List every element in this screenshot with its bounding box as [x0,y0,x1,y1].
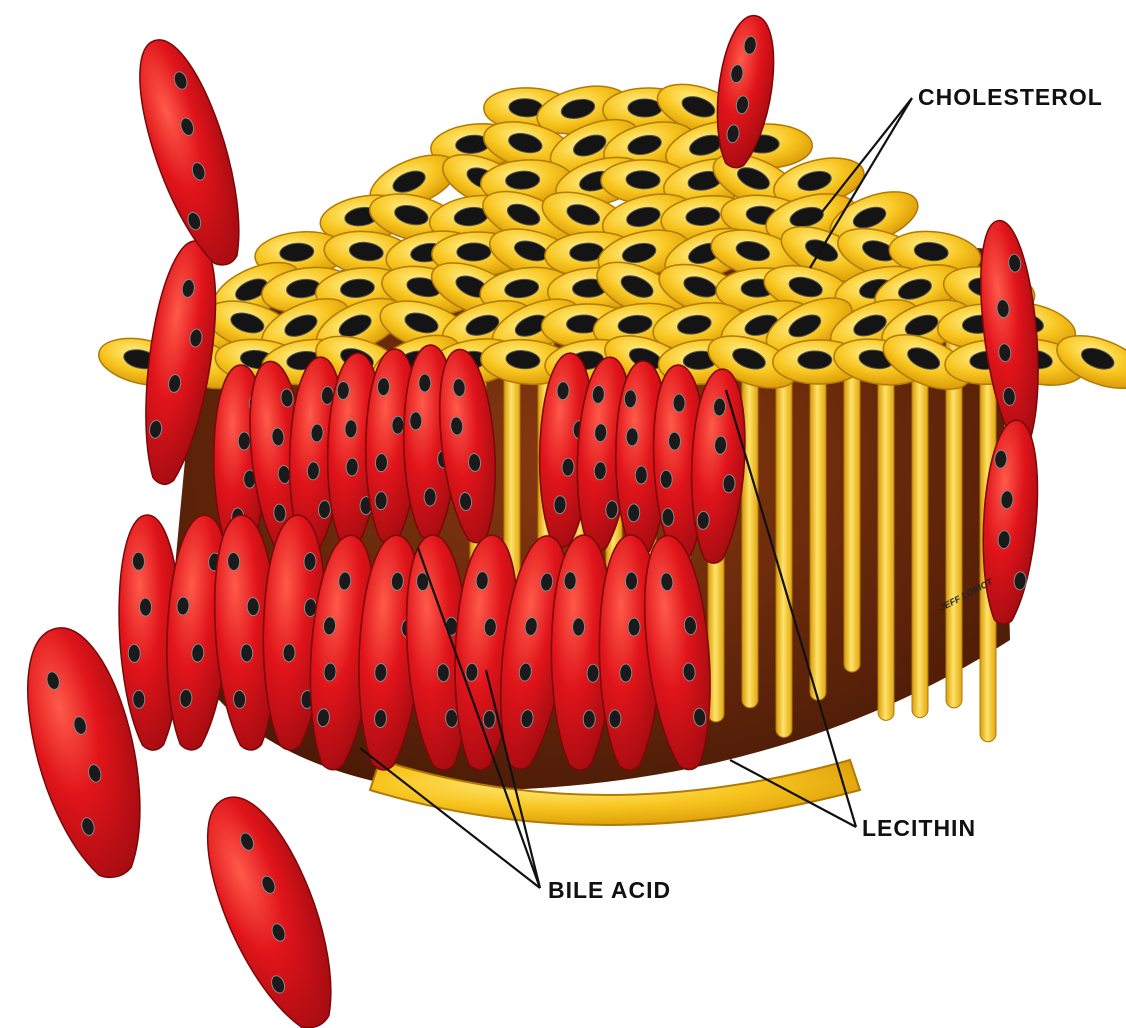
bile-acid-dot [132,552,144,570]
bile-acid-dot [133,690,145,708]
bile-acid-dot [660,470,672,488]
lecithin-label: LECITHIN [862,815,976,842]
bile-acid-dot [437,663,450,682]
bile-acid-dot [668,432,680,450]
cholesterol-nucleus [628,99,662,117]
bile-acid-molecule [184,782,357,1028]
bile-acid-dot [628,618,640,636]
bile-acid-dot [445,709,458,728]
bile-acid-dot [723,474,736,493]
bile-acid-dot [346,458,359,477]
bile-acid-dot [419,374,431,392]
bile-acid-dot [238,432,250,450]
bile-acid-dot [410,412,422,430]
bile-acid-dot [392,416,405,434]
bile-acid-dot [375,453,388,471]
bile-acid-dot [307,462,320,481]
bile-acid-dot [587,664,599,682]
bile-acid-dot [713,398,726,417]
bile-acid-dot [583,710,595,728]
bile-acid-label: BILE ACID [548,877,671,904]
bile-acid-dot [557,381,570,400]
bile-acid-dot [247,597,260,616]
bile-acid-dot [609,710,621,728]
bile-acid-body [184,782,357,1028]
bile-acid-dot [128,644,140,662]
bile-acid-dot [283,644,296,662]
lecithin-heads [94,74,1126,400]
bile-acid-dot [318,500,331,519]
bile-acid-molecule [121,30,260,275]
bile-acid-dot [572,618,584,636]
bile-acid-dot [233,690,246,709]
bile-acid-dot [635,466,647,484]
bile-acid-dot [626,428,638,446]
bile-acid-dot [628,504,640,522]
bile-acid-dot [377,377,390,395]
bile-acid-body [121,30,260,275]
bile-acid-dot [554,495,567,514]
cholesterol-nucleus [457,243,491,261]
bile-acid-dot [562,458,575,477]
bile-acid-dot [624,390,636,408]
bile-acid-dot [564,572,576,590]
cholesterol-nucleus [798,351,832,369]
bile-acid-dot [625,572,637,590]
bile-acid-dot [424,488,436,506]
bile-acid-dot [240,644,253,663]
bile-acid-dot [139,598,151,616]
bile-acid-dot [304,552,317,570]
bile-acid-dot [662,508,674,526]
cholesterol-label: CHOLESTEROL [918,84,1103,111]
bile-acid-dot [227,552,240,571]
bile-acid-dot [620,664,632,682]
bile-acid-dot [375,491,388,509]
bile-acid-dot [697,511,710,530]
bile-acid-dot [337,381,350,400]
bile-acid-dot [673,394,685,412]
bile-acid-dot [311,424,324,443]
bile-acid-dot [345,420,358,439]
bile-acid-dot [714,436,727,455]
